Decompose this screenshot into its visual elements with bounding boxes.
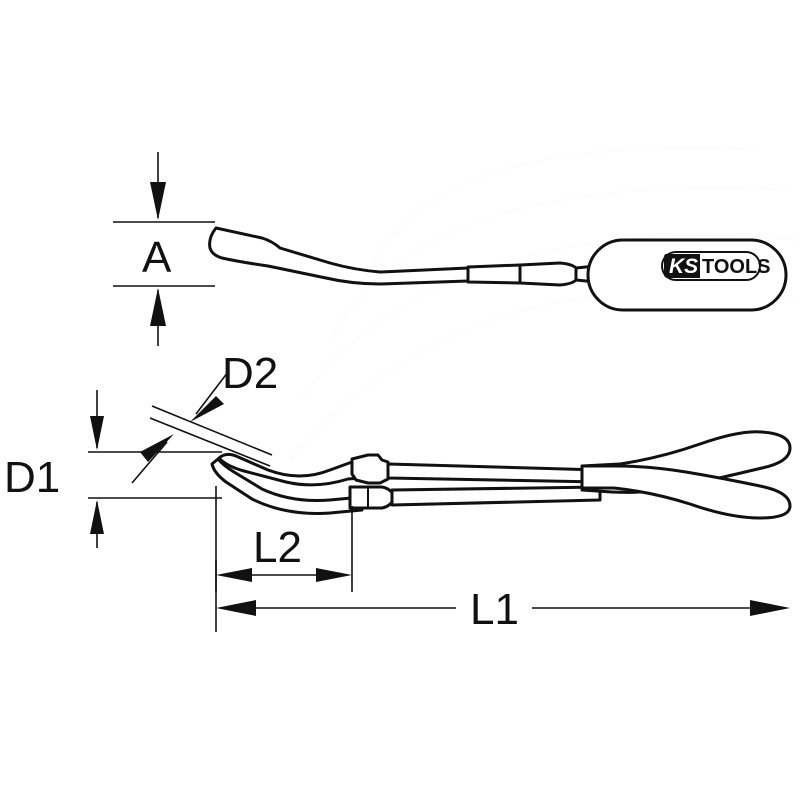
logo-outline-plate	[661, 251, 761, 281]
dimension-L2-label: L2	[253, 523, 302, 572]
dimension-D2-lower-arrowhead	[140, 434, 174, 462]
side-view-joint-sleeve-second	[518, 261, 578, 287]
dimension-L1-right-arrowhead	[750, 600, 790, 616]
plan-view-pivot-joint	[350, 453, 390, 485]
dimension-L2: L2	[215, 486, 353, 592]
dimension-A-upper-arrowhead	[150, 182, 166, 220]
plan-view-lower-shank	[390, 485, 602, 507]
plan-view-lower-handle	[580, 464, 792, 520]
dimension-A-lower-arrowhead	[150, 288, 166, 326]
dimension-L1-left-arrowhead	[216, 600, 256, 616]
plan-view-lower-jaw	[210, 457, 364, 515]
plan-view-upper-shank	[386, 462, 602, 484]
dimension-D1: D1	[4, 390, 222, 548]
dimension-D2-upper-leader	[195, 371, 229, 415]
logo-tools-text: TOOLS	[702, 256, 771, 278]
dimension-D1-lower-arrowhead	[90, 500, 104, 534]
dimension-D2-upper-arrowhead	[190, 396, 224, 422]
dimension-D1-upper-arrowhead	[90, 416, 104, 450]
dimension-D2-lower-extension-line	[149, 417, 271, 467]
dimension-D1-label: D1	[4, 453, 60, 502]
dimension-D2-lower-leader	[131, 441, 168, 484]
plan-view-tool	[210, 430, 792, 520]
plan-view-pivot-lower-block	[348, 485, 396, 510]
dimension-D2: D2	[131, 349, 278, 484]
dimension-D2-upper-extension-line	[151, 405, 273, 456]
side-view-joint-sleeve	[466, 263, 522, 285]
dimension-A: A	[113, 152, 215, 346]
dimension-A-label: A	[142, 233, 172, 282]
dimension-L1-label: L1	[470, 585, 519, 634]
dimension-L2-left-arrowhead	[216, 568, 252, 582]
dimension-D2-label: D2	[222, 349, 278, 398]
side-view-tool: KS TOOLS	[208, 226, 788, 312]
dimension-L1: L1	[215, 560, 790, 634]
brand-logo: KS TOOLS	[661, 251, 771, 281]
logo-ks-badge	[664, 254, 700, 278]
logo-ks-text: KS	[669, 255, 698, 278]
dimension-L2-right-arrowhead	[316, 568, 352, 582]
side-view-jaw-body	[208, 226, 470, 286]
